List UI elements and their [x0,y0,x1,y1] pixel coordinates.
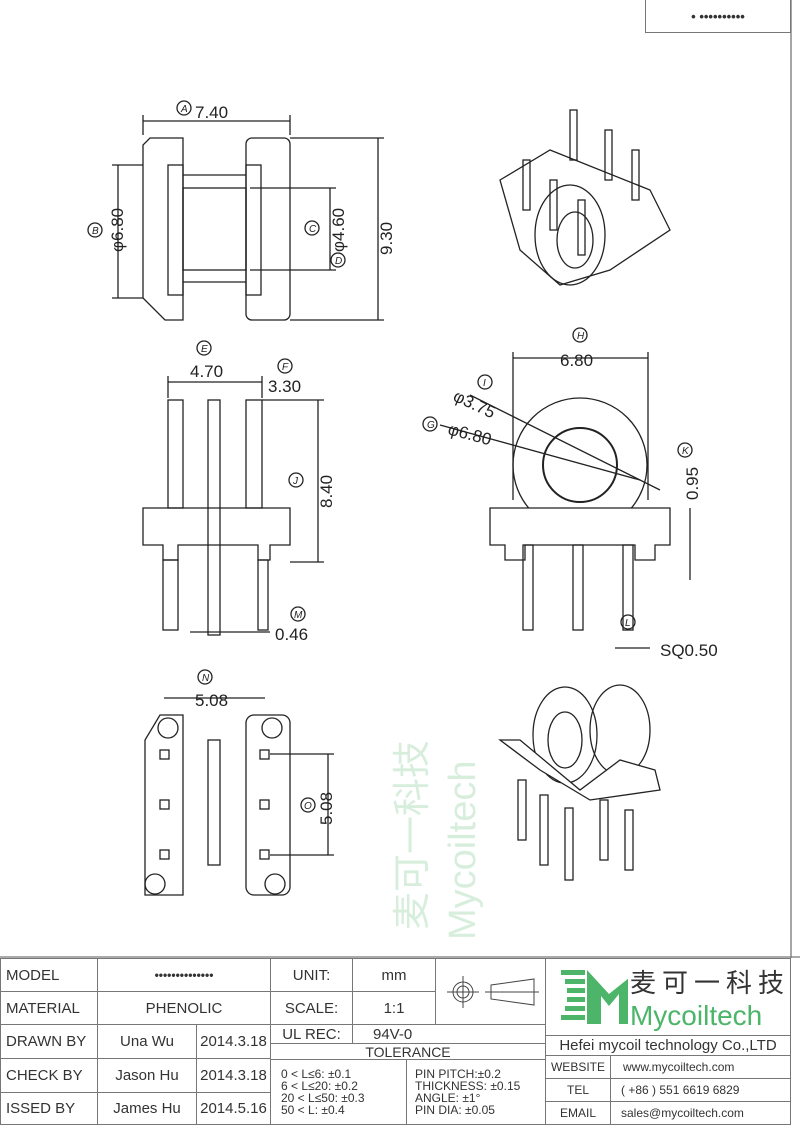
front-view [112,115,384,321]
callout-a: A [180,104,188,115]
tel-value: ( +86 ) 551 6619 6829 [610,1078,791,1102]
issued-date: 2014.5.16 [196,1092,271,1125]
unit-value: mm [352,958,436,992]
tolerance-range: 0 < L≤6: ±0.1 [281,1067,352,1081]
company-name: Hefei mycoil technology Co.,LTD [545,1035,791,1056]
callout-o: O [304,801,312,812]
dim-i: φ3.75 [450,386,498,422]
check-label: CHECK BY [0,1058,98,1093]
callout-k: K [682,446,690,457]
ul-label: UL REC: [270,1024,353,1044]
tolerance-range: 20 < L≤50: ±0.3 [281,1091,365,1105]
callout-d: D [335,256,342,267]
logo-chinese-name: 麦可一科技 [629,967,790,998]
material-value: PHENOLIC [97,991,271,1025]
mycoiltech-logo-icon [561,970,628,1024]
drawn-name: Una Wu [97,1024,197,1059]
callout-m: M [294,610,303,621]
dim-l: SQ0.50 [660,641,718,660]
material-label: MATERIAL [0,991,98,1025]
unit-label: UNIT: [270,958,353,992]
check-date: 2014.3.18 [196,1058,271,1093]
logo-english-name: Mycoiltech [629,999,763,1031]
drawn-date: 2014.3.18 [196,1024,271,1059]
email-link[interactable]: sales@mycoiltech.com [610,1101,791,1125]
callout-i: I [483,378,486,389]
tolerance-label: TOLERANCE [270,1043,546,1060]
third-angle-projection-icon [446,975,539,1008]
dim-k: 0.95 [683,467,702,500]
issued-name: James Hu [97,1092,197,1125]
side-view [142,376,324,636]
technical-drawing: 麦可一科技 Mycoiltech 7.40 φ6.80 φ4.60 9.30 4… [0,0,800,958]
dim-c: φ4.60 [329,208,348,252]
dim-h: 6.80 [560,351,593,370]
dim-b: φ6.80 [108,208,127,252]
tolerance-spec: ANGLE: ±1° [415,1091,481,1105]
ul-value: 94V-0 [352,1024,546,1044]
dim-d: 9.30 [377,222,396,255]
callout-e: E [201,344,208,355]
dim-j: 8.40 [317,475,336,508]
scale-label: SCALE: [270,991,353,1025]
scale-value: 1:1 [352,991,436,1025]
isometric-view-top [499,109,671,286]
callout-n: N [202,673,210,684]
callout-b: B [92,226,99,237]
dim-o: 5.08 [317,792,336,825]
callout-f: F [282,362,289,373]
drawn-label: DRAWN BY [0,1024,98,1059]
dimension-labels: 7.40 φ6.80 φ4.60 9.30 4.70 3.30 8.40 0.4… [108,103,718,825]
model-label: MODEL [0,958,98,992]
watermark: 麦可一科技 Mycoiltech [392,740,484,940]
callout-g: G [427,420,435,431]
tolerance-range: 6 < L≤20: ±0.2 [281,1079,358,1093]
dim-n: 5.08 [195,691,228,710]
callout-c: C [309,224,317,235]
tolerance-spec: PIN PITCH:±0.2 [415,1067,501,1081]
callout-j: J [292,476,299,487]
tel-label: TEL [545,1078,611,1102]
watermark-cn: 麦可一科技 [392,740,434,930]
dim-f: 3.30 [268,377,301,396]
isometric-view-bottom [498,684,661,881]
email-label: EMAIL [545,1101,611,1125]
dim-m: 0.46 [275,625,308,644]
check-name: Jason Hu [97,1058,197,1093]
website-label: WEBSITE [545,1055,611,1079]
callout-h: H [577,331,585,342]
tolerance-range: 50 < L: ±0.4 [281,1103,345,1117]
watermark-en: Mycoiltech [442,761,484,941]
end-view [439,352,691,649]
projection-symbol-cell [435,958,546,1025]
bottom-view [144,697,334,896]
dim-a: 7.40 [195,103,228,122]
callout-labels: A B C D E F J M H I G K L N O [87,100,693,813]
tolerance-spec: PIN DIA: ±0.05 [415,1103,495,1117]
tolerance-spec: THICKNESS: ±0.15 [415,1079,521,1093]
model-value: •••••••••••••• [97,958,271,992]
callout-l: L [625,618,631,629]
dim-g: φ6.80 [446,420,494,450]
dim-e: 4.70 [190,362,223,381]
website-link[interactable]: www.mycoiltech.com [610,1055,791,1079]
issued-label: ISSED BY [0,1092,98,1125]
company-logo: 麦可一科技 Mycoiltech [545,958,791,1036]
